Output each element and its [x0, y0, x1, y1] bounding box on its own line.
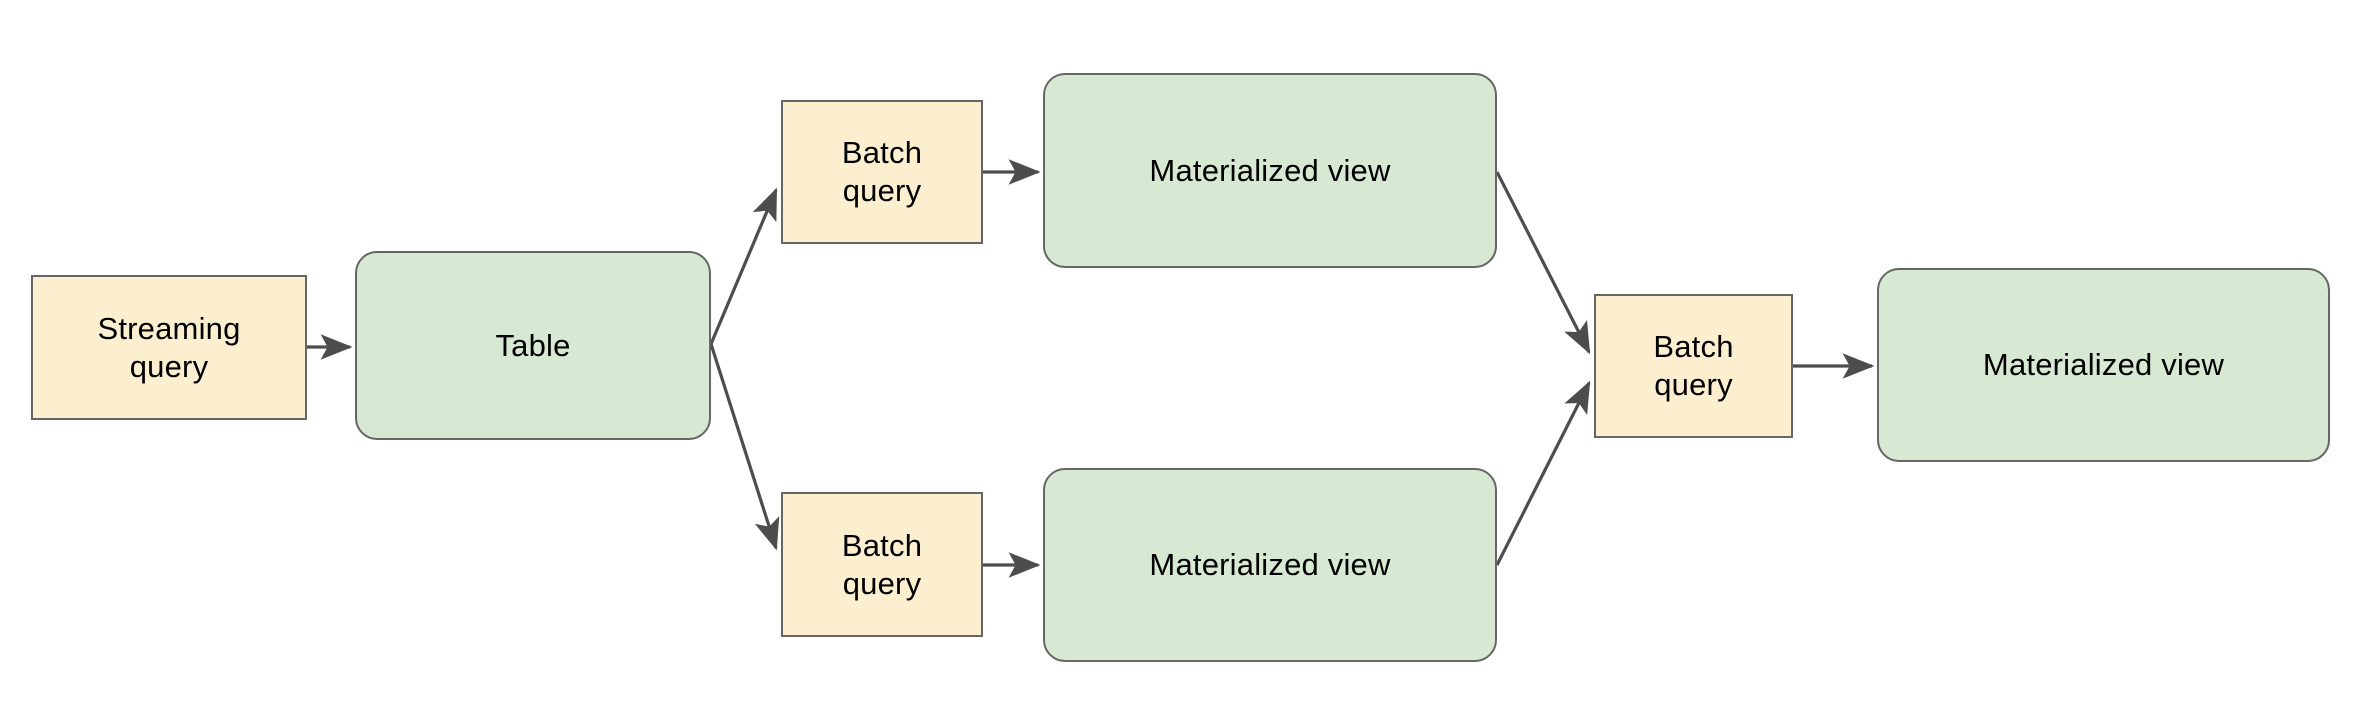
- node-materialized-view-top-label: Materialized view: [1149, 152, 1391, 188]
- node-batch-query-join[interactable]: Batch query: [1594, 294, 1793, 438]
- edge-table-to-batch-bottom: [709, 343, 780, 551]
- node-batch-query-top[interactable]: Batch query: [781, 100, 983, 244]
- edge-mv-top-to-batch-join: [1495, 171, 1591, 355]
- edge-mv-bottom-to-batch-join: [1495, 380, 1591, 566]
- node-materialized-view-final[interactable]: Materialized view: [1877, 268, 2330, 462]
- edge-table-to-batch-top: [709, 187, 778, 345]
- node-batch-query-bottom-label: Batch query: [841, 527, 923, 601]
- node-materialized-view-bottom[interactable]: Materialized view: [1043, 468, 1497, 662]
- node-materialized-view-bottom-label: Materialized view: [1149, 547, 1391, 583]
- node-table[interactable]: Table: [355, 251, 711, 440]
- node-table-label: Table: [495, 327, 571, 363]
- node-batch-query-join-label: Batch query: [1653, 329, 1734, 402]
- node-streaming-query[interactable]: Streaming query: [31, 275, 307, 420]
- node-materialized-view-final-label: Materialized view: [1982, 347, 2225, 383]
- node-batch-query-bottom[interactable]: Batch query: [781, 492, 983, 637]
- node-streaming-query-label: Streaming query: [97, 310, 241, 384]
- node-materialized-view-top[interactable]: Materialized view: [1043, 73, 1497, 268]
- node-batch-query-top-label: Batch query: [841, 135, 923, 208]
